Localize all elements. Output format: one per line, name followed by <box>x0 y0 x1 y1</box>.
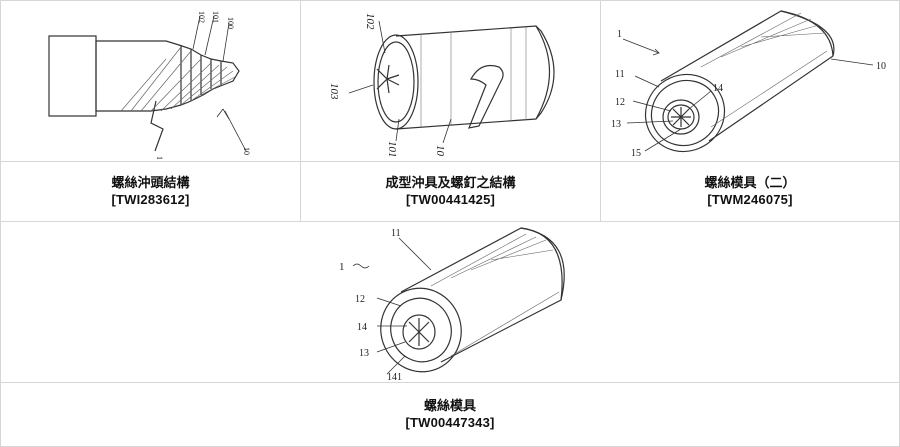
patent-card-4[interactable]: 1 11 12 14 13 141 螺絲模具 [TW00447343] <box>0 221 900 447</box>
patent-figure-2: 102 103 101 10 <box>301 1 600 161</box>
label-13: 13 <box>359 348 369 359</box>
patent-title: 螺絲模具 <box>423 398 476 414</box>
label-15: 15 <box>631 148 641 159</box>
label-11: 11 <box>391 228 401 239</box>
label-12: 12 <box>615 97 625 108</box>
screw-die-2-drawing: 1 10 11 12 13 14 15 <box>611 10 886 159</box>
label-13: 13 <box>611 119 621 130</box>
patent-caption-2: 成型沖具及螺釘之結構 [TW00441425] <box>301 161 600 221</box>
label-10: 10 <box>876 61 886 72</box>
patent-title: 螺絲沖頭結構 <box>111 175 190 191</box>
label-10: 10 <box>434 145 446 157</box>
patent-title: 成型沖具及螺釘之結構 <box>385 175 516 191</box>
patent-number[interactable]: [TW00447343] <box>405 414 495 430</box>
patent-number[interactable]: [TWM246075] <box>707 191 793 207</box>
screw-die-drawing: 1 11 12 14 13 141 <box>339 227 565 382</box>
label-102: 102 <box>364 13 376 30</box>
label-1: 1 <box>617 29 622 40</box>
patent-figure-4: 1 11 12 14 13 141 <box>1 222 899 382</box>
label-12: 12 <box>355 294 365 305</box>
label-101: 101 <box>386 141 398 158</box>
patent-figure-3: 1 10 11 12 13 14 15 <box>601 1 899 161</box>
label-141: 141 <box>387 372 402 382</box>
label-1: 1 <box>155 156 164 160</box>
patent-number[interactable]: [TW00441425] <box>405 191 496 207</box>
label-102: 102 <box>197 11 206 23</box>
patent-card-3[interactable]: 1 10 11 12 13 14 15 螺絲模具（二） [TWM246075] <box>600 0 900 222</box>
patent-number[interactable]: [TWI283612] <box>111 191 190 207</box>
forming-die-drawing: 102 103 101 10 <box>328 13 555 158</box>
label-101: 101 <box>211 11 220 23</box>
patent-card-1[interactable]: 102 101 100 10 1 螺絲沖頭結構 [TWI283612] <box>0 0 301 222</box>
label-1: 1 <box>339 261 345 273</box>
patent-caption-3: 螺絲模具（二） [TWM246075] <box>601 161 899 221</box>
patent-caption-1: 螺絲沖頭結構 [TWI283612] <box>1 161 300 221</box>
label-10: 10 <box>242 147 251 155</box>
patent-title: 螺絲模具（二） <box>704 175 796 191</box>
label-100: 100 <box>226 17 235 29</box>
punch-drawing: 102 101 100 10 1 <box>48 11 251 160</box>
label-14: 14 <box>357 322 367 333</box>
label-14: 14 <box>713 83 723 94</box>
label-103: 103 <box>328 83 340 100</box>
label-11: 11 <box>615 69 625 80</box>
patent-card-2[interactable]: 102 103 101 10 成型沖具及螺釘之結構 [TW00441425] <box>300 0 601 222</box>
patent-figure-1: 102 101 100 10 1 <box>1 1 300 161</box>
patent-caption-4: 螺絲模具 [TW00447343] <box>1 382 899 446</box>
